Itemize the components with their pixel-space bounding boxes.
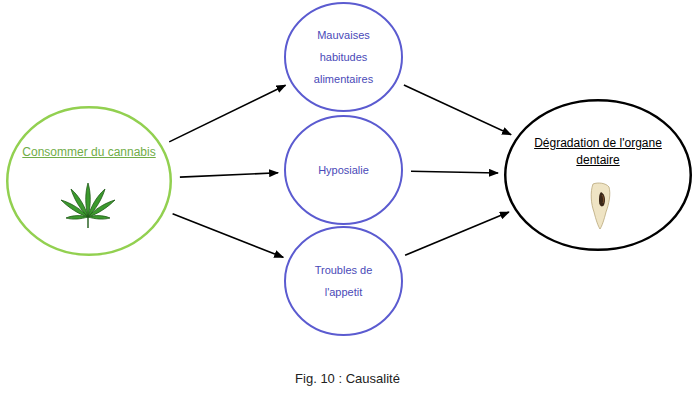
circle-outline <box>6 106 172 256</box>
cannabis-leaf-illustration <box>58 183 118 229</box>
causal-arrow <box>405 212 509 255</box>
circle-outline <box>504 99 692 251</box>
mechanism-circle: Mauvaises habitudes alimentaires <box>284 2 403 112</box>
node-label: Hyposialie <box>299 159 389 181</box>
mechanism-circle: Hyposialie <box>284 115 403 225</box>
cause-circle: Consommer du cannabis <box>6 106 172 256</box>
tooth-illustration <box>588 182 612 230</box>
figure-caption: Fig. 10 : Causalité <box>0 371 695 386</box>
circle-outline <box>284 226 403 336</box>
causal-arrow <box>173 214 284 257</box>
causal-arrow <box>180 173 278 177</box>
causal-arrow <box>411 171 498 173</box>
node-label: Dégradation de l'organe dentaire <box>526 135 671 169</box>
node-label: Troubles de l'appetit <box>306 259 382 303</box>
effect-circle: Dégradation de l'organe dentaire <box>504 99 692 251</box>
causal-arrow <box>169 85 285 142</box>
node-label: Mauvaises habitudes alimentaires <box>306 24 382 90</box>
node-label: Consommer du cannabis <box>12 144 167 160</box>
mechanism-circle: Troubles de l'appetit <box>284 226 403 336</box>
causal-arrow <box>404 85 511 135</box>
